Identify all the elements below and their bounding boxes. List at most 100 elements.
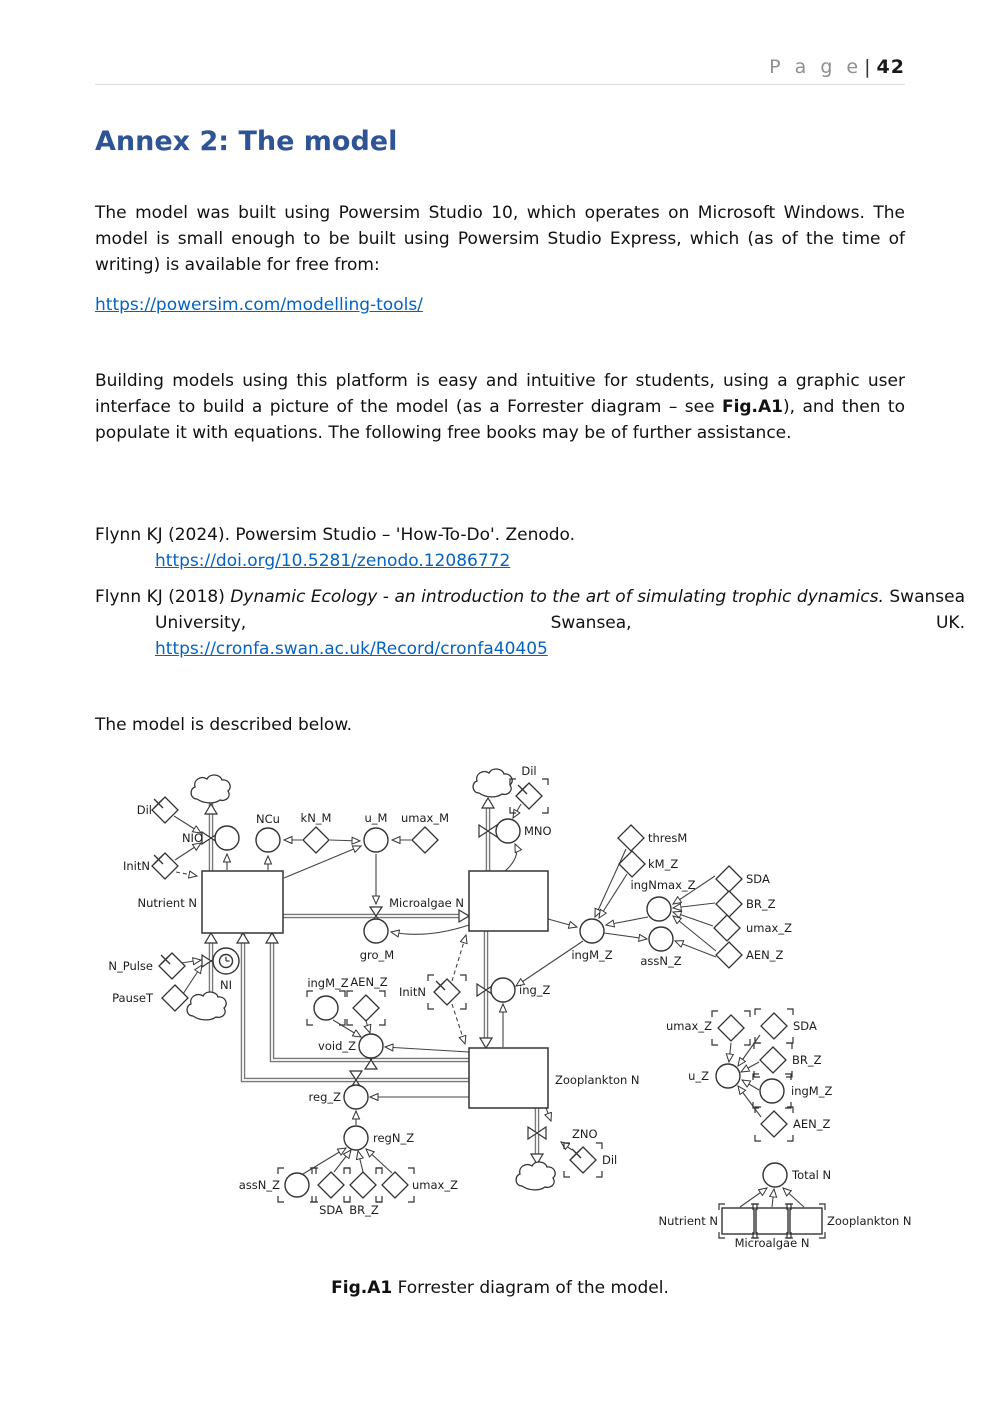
reference-2-publisher: Swansea University, Swansea, UK. (155, 587, 965, 633)
cloud-sink-mno (472, 768, 513, 798)
label-u-z: u_Z (688, 1069, 709, 1083)
figure-caption: Fig.A1 Forrester diagram of the model. (0, 1278, 1000, 1298)
label-ing-z: ing_Z (519, 983, 551, 997)
aux-nio (214, 825, 240, 851)
label-umax-m: umax_M (401, 811, 449, 825)
aux-assn-z (648, 926, 674, 952)
label-initn: InitN (123, 859, 150, 873)
aux-void-z (358, 1033, 384, 1059)
reference-2-text: Flynn KJ (2018) Dynamic Ecology - an int… (95, 584, 965, 636)
aux-regn-z (343, 1125, 369, 1151)
label-zno: ZNO (572, 1127, 598, 1141)
label-umax-z-right: umax_Z (666, 1019, 712, 1033)
paragraph-building: Building models using this platform is e… (95, 368, 905, 446)
label-assn-z-bottom: assN_Z (239, 1178, 280, 1192)
label-dil: Dil (137, 803, 152, 817)
label-dil-top: Dil (521, 764, 536, 778)
constant-diamonds (151, 782, 788, 1199)
label-zooplankton-n: Zooplankton N (555, 1073, 640, 1087)
diagram-labels: Dil NIO InitN Nutrient N N_Pulse PauseT … (108, 764, 911, 1250)
reference-2-link[interactable]: https://cronfa.swan.ac.uk/Record/cronfa4… (155, 639, 548, 659)
label-sda-right: SDA (793, 1019, 817, 1033)
const-initn (151, 852, 179, 880)
page-header: P a g e|42 (769, 56, 905, 78)
alias-umax-z-right (717, 1014, 745, 1042)
label-umax-z: umax_Z (746, 921, 792, 935)
alias-initn-mid (433, 978, 461, 1006)
alias-umax-z-bottom (381, 1171, 409, 1199)
aux-ncu (255, 827, 281, 853)
const-umax-z (713, 914, 741, 942)
label-ingm-z-right: ingM_Z (791, 1084, 832, 1098)
alias-sda-right (760, 1012, 788, 1040)
label-initn-alias: InitN (399, 985, 426, 999)
label-microalgae-n-bottom: Microalgae N (735, 1236, 810, 1250)
label-reg-z: reg_Z (309, 1090, 342, 1104)
const-pauset (161, 984, 189, 1012)
aux-mno (495, 818, 521, 844)
label-dil-bottom: Dil (602, 1153, 617, 1167)
cloud-source-ni (186, 991, 227, 1021)
label-nutrient-n-bottom: Nutrient N (659, 1214, 718, 1228)
alias-stock-nutrient-n (721, 1207, 755, 1235)
reference-1-link[interactable]: https://doi.org/10.5281/zenodo.12086772 (155, 551, 511, 571)
label-br-z-bottom: BR_Z (349, 1203, 379, 1217)
label-aen-z: AEN_Z (746, 948, 783, 962)
reference-2: Flynn KJ (2018) Dynamic Ecology - an int… (95, 584, 965, 662)
label-ingnmax-z: ingNmax_Z (630, 878, 695, 892)
powersim-link-line: https://powersim.com/modelling-tools/ (95, 292, 905, 318)
label-assn-z: assN_Z (640, 954, 681, 968)
label-nio: NIO (182, 831, 203, 845)
alias-br-z-right (759, 1046, 787, 1074)
label-gro-m: gro_M (360, 948, 394, 962)
paragraph-described-below: The model is described below. (95, 715, 353, 735)
label-zooplankton-n-bottom: Zooplankton N (827, 1214, 912, 1228)
alias-stocks (721, 1207, 823, 1235)
const-dil-topleft (151, 796, 179, 824)
cloud-sink-zno (515, 1161, 556, 1191)
const-sda (715, 865, 743, 893)
label-ncu: NCu (256, 812, 280, 826)
label-ingm-z-alias-left: ingM_Z (307, 976, 348, 990)
forrester-diagram: Dil NIO InitN Nutrient N N_Pulse PauseT … (108, 764, 911, 1250)
alias-sda-bottom (317, 1171, 345, 1199)
powersim-link[interactable]: https://powersim.com/modelling-tools/ (95, 295, 423, 315)
label-ingm-z: ingM_Z (571, 948, 612, 962)
alias-assn-z-bottom (284, 1172, 310, 1198)
page-label: P a g e (769, 56, 863, 78)
alias-ingm-z-right (759, 1078, 785, 1104)
paragraph-building-text: Building models using this platform is e… (95, 371, 905, 417)
fig-ref-bold: Fig.A1 (721, 397, 784, 417)
label-sda: SDA (746, 872, 770, 886)
label-nutrient-n: Nutrient N (138, 896, 197, 910)
pipe-arrowheads (203, 796, 545, 1166)
figure-caption-text: Forrester diagram of the model. (392, 1278, 669, 1298)
label-total-n: Total N (791, 1168, 831, 1182)
aux-reg-z (343, 1084, 369, 1110)
label-u-m: u_M (365, 811, 388, 825)
reference-1: Flynn KJ (2024). Powersim Studio – 'How-… (95, 522, 965, 574)
aux-u-z (715, 1063, 741, 1089)
label-void-z: void_Z (318, 1039, 356, 1053)
alias-dil-bottom (569, 1146, 597, 1174)
reference-2-authors: Flynn KJ (2018) (95, 587, 231, 607)
reference-2-title: Dynamic Ecology - an introduction to the… (230, 587, 884, 607)
label-aen-z-alias-left: AEN_Z (350, 975, 387, 989)
const-kn-m (302, 826, 330, 854)
label-umax-z-bottom: umax_Z (412, 1178, 458, 1192)
label-km-z: kM_Z (648, 857, 678, 871)
label-thresm: thresM (648, 831, 687, 845)
const-n-pulse (158, 952, 186, 980)
label-ni: NI (220, 978, 232, 992)
label-microalgae-n: Microalgae N (389, 896, 464, 910)
label-kn-m: kN_M (301, 811, 332, 825)
cloud-sink-nio (190, 774, 231, 804)
label-pauset: PauseT (112, 991, 154, 1005)
aux-ingnmax-z (646, 896, 672, 922)
page-title: Annex 2: The model (95, 126, 398, 157)
page-number: 42 (876, 56, 905, 78)
const-br-z (715, 890, 743, 918)
stocks (201, 870, 549, 1109)
flow-pipes (208, 800, 540, 1163)
